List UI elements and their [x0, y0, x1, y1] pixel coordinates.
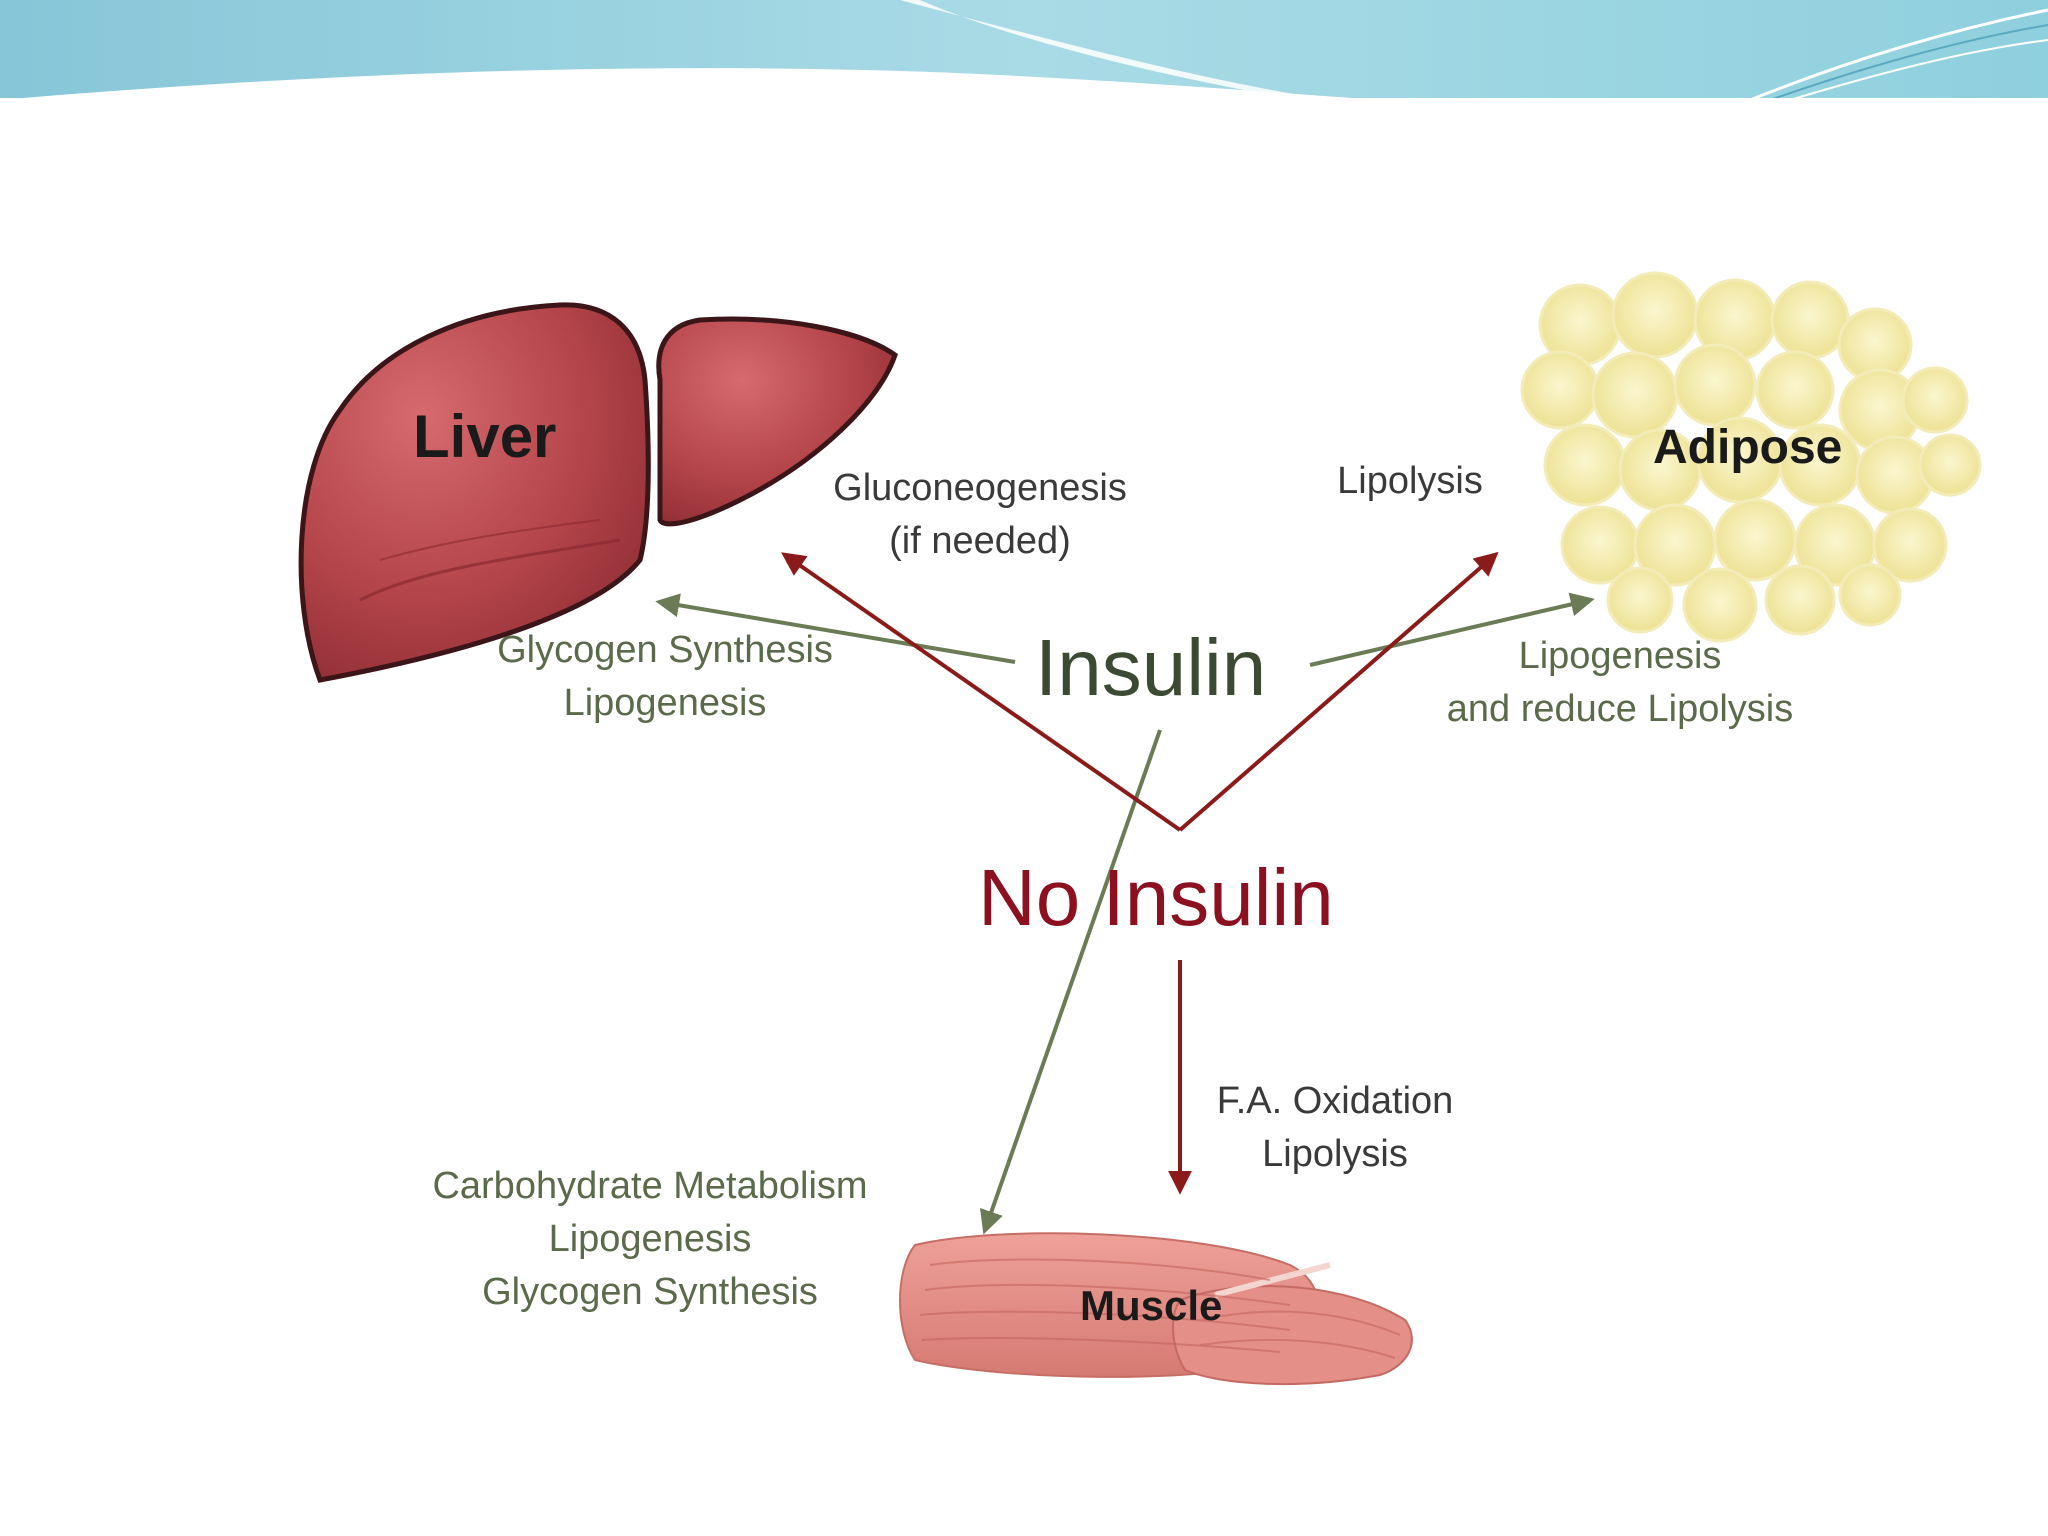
no-insulin-label: No Insulin: [978, 853, 1334, 942]
liver-illustration: [298, 302, 898, 683]
adipose-label: Adipose: [1653, 421, 1843, 474]
insulin-label: Insulin: [1035, 623, 1267, 712]
no-insulin-liver-effect: Gluconeogenesis (if needed): [800, 462, 1160, 568]
no-insulin-muscle-effect: F.A. Oxidation Lipolysis: [1185, 1075, 1485, 1181]
carbohydrate-metabolism-text: Carbohydrate Metabolism: [432, 1165, 868, 1207]
reduce-lipolysis-text: and reduce Lipolysis: [1446, 688, 1794, 730]
lipolysis-text: Lipolysis: [1337, 460, 1483, 502]
no-insulin-to-liver-arrow: [781, 552, 1182, 832]
insulin-to-liver-arrow: [655, 593, 1016, 664]
no-insulin-to-adipose-arrow: [1178, 551, 1499, 832]
insulin-to-adipose-arrow: [1309, 592, 1595, 667]
lipogenesis-liver-text: Lipogenesis: [563, 682, 767, 724]
glycogen-synthesis-muscle-text: Glycogen Synthesis: [482, 1271, 818, 1313]
glycogen-synthesis-liver-text: Glycogen Synthesis: [497, 629, 833, 671]
fa-oxidation-text: F.A. Oxidation: [1216, 1080, 1454, 1122]
insulin-muscle-effect: Carbohydrate Metabolism Lipogenesis Glyc…: [380, 1160, 920, 1319]
liver-label: Liver: [413, 403, 557, 470]
lipogenesis-adipose-text: Lipogenesis: [1518, 635, 1722, 677]
lipolysis-muscle-text: Lipolysis: [1262, 1133, 1408, 1175]
gluconeogenesis-text: Gluconeogenesis: [833, 467, 1127, 509]
muscle-label: Muscle: [1080, 1282, 1223, 1329]
insulin-adipose-effect: Lipogenesis and reduce Lipolysis: [1400, 630, 1840, 736]
muscle-illustration: [899, 1232, 1413, 1386]
lipogenesis-muscle-text: Lipogenesis: [548, 1218, 752, 1260]
header-band: [0, 0, 2048, 102]
if-needed-text: (if needed): [889, 520, 1071, 562]
insulin-liver-effect: Glycogen Synthesis Lipogenesis: [460, 624, 870, 730]
insulin-to-muscle-arrow: [980, 729, 1162, 1235]
adipose-illustration: [1520, 271, 1982, 643]
no-insulin-adipose-effect: Lipolysis: [1320, 455, 1500, 508]
